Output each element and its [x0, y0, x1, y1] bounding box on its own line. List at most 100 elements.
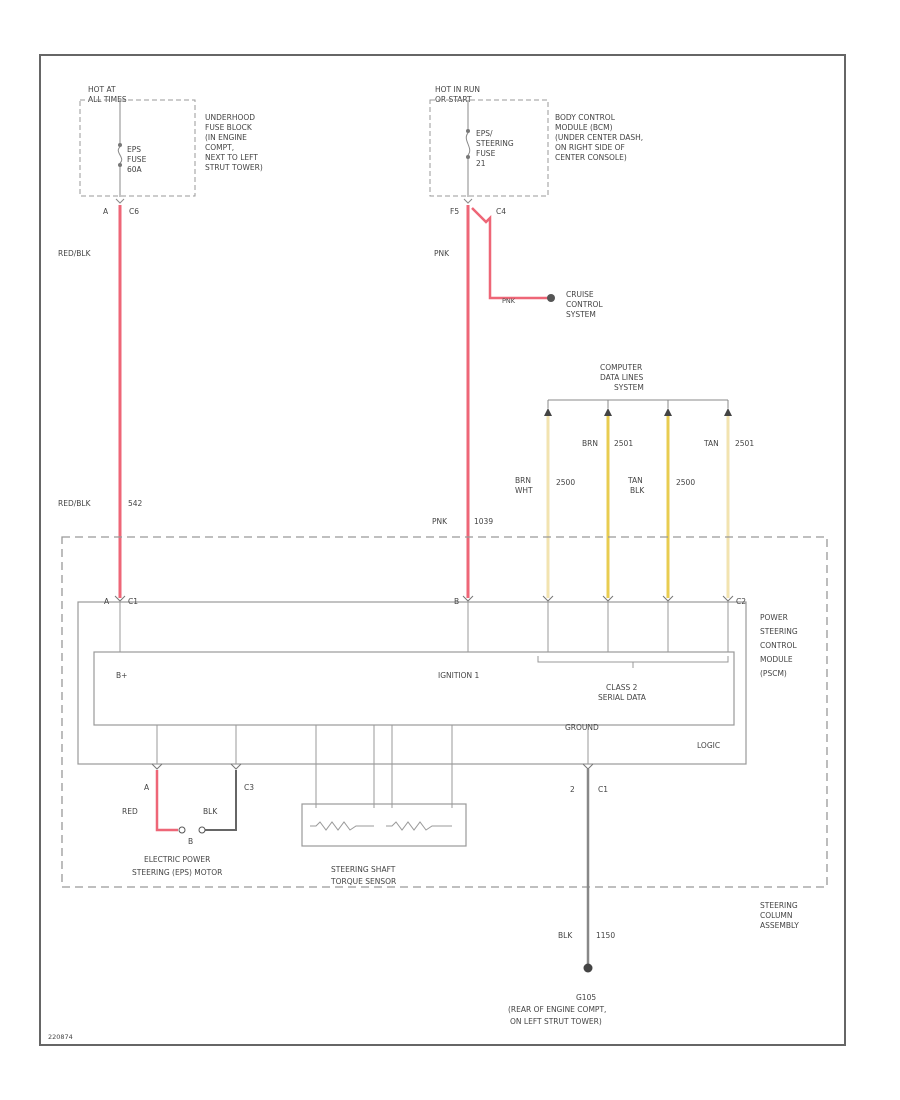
pscm-connector-c2: C2	[736, 597, 746, 606]
ground-id: G105	[576, 993, 596, 1002]
motor-label-2: STEERING (EPS) MOTOR	[132, 868, 222, 877]
fuse-right-location-2: MODULE (BCM)	[555, 123, 613, 132]
fuse-left-contact-bottom	[118, 163, 122, 167]
ground-pin: 2	[570, 785, 575, 794]
data3-color-1: TAN	[627, 476, 643, 485]
fuse-right-location-1: BODY CONTROL	[555, 113, 616, 122]
wire-branch-color: PNK	[502, 297, 516, 305]
wire-branch-pnk	[471, 207, 548, 300]
arrow-up-icon	[664, 408, 672, 416]
ground-connector: C1	[598, 785, 608, 794]
cruise-label-3: SYSTEM	[566, 310, 596, 319]
fuse-right-location-5: CENTER CONSOLE)	[555, 153, 627, 162]
fuse-left-pin: A	[103, 207, 109, 216]
steering-column-assembly-box	[61, 536, 828, 888]
torque-sensor-element-1	[310, 821, 374, 831]
data4-circuit: 2501	[735, 439, 754, 448]
data3-circuit: 2500	[676, 478, 695, 487]
data1-color-1: BRN	[515, 476, 531, 485]
splice-dot-icon	[547, 294, 555, 302]
fuse-right-pin: F5	[450, 207, 459, 216]
arrow-up-icon	[544, 408, 552, 416]
motor-wire-right-color: BLK	[203, 807, 218, 816]
pscm-ground-label: GROUND	[565, 723, 599, 732]
torque-sensor-element-2	[386, 821, 452, 831]
pscm-name-4: MODULE	[760, 655, 793, 664]
pscm-connector-c1: C1	[128, 597, 138, 606]
connector-icon	[582, 763, 594, 770]
connector-icon	[115, 198, 125, 204]
motor-label-1: ELECTRIC POWER	[144, 855, 210, 864]
assembly-label-3: ASSEMBLY	[760, 921, 799, 930]
ground-wire-circuit: 1150	[596, 931, 615, 940]
data1-color-2: WHT	[515, 486, 533, 495]
fuse-right-header-line2: OR START	[435, 95, 472, 104]
fuse-left-location-2: FUSE BLOCK	[205, 123, 253, 132]
pscm-batt-label: B+	[116, 671, 127, 680]
fuse-right-header-line1: HOT IN RUN	[435, 85, 480, 94]
fuse-right-contact-bottom	[466, 155, 470, 159]
fuse-left-location-4: COMPT,	[205, 143, 234, 152]
wire-left-top-color: RED/BLK	[58, 249, 92, 258]
fuse-left-location-1: UNDERHOOD	[205, 113, 255, 122]
motor-terminal-right	[198, 826, 206, 834]
cruise-label-2: CONTROL	[566, 300, 603, 309]
arrow-up-icon	[604, 408, 612, 416]
data-header-2: DATA LINES	[600, 373, 643, 382]
ground-location-1: (REAR OF ENGINE COMPT,	[508, 1005, 606, 1014]
fuse-left-location-5: NEXT TO LEFT	[205, 153, 258, 162]
fuse-right-contact-top	[466, 129, 470, 133]
fuse-left-text-1: EPS	[127, 145, 141, 154]
wire-right-bottom-color: PNK	[432, 517, 448, 526]
connector-icon	[151, 763, 163, 770]
figure-id: 220874	[48, 1033, 73, 1041]
pscm-name-2: STEERING	[760, 627, 798, 636]
wire-motor-blk	[205, 770, 237, 831]
data2-circuit: 2501	[614, 439, 633, 448]
fuse-left-text-2: FUSE	[127, 155, 147, 164]
sensor-label-1: STEERING SHAFT	[331, 865, 396, 874]
fuse-icon	[465, 132, 471, 156]
assembly-label-2: COLUMN	[760, 911, 793, 920]
wire-motor-red	[155, 770, 178, 832]
data1-circuit: 2500	[556, 478, 575, 487]
pscm-serial-label-2: SERIAL DATA	[598, 693, 647, 702]
fuse-block-right: HOT IN RUN OR START EPS/ STEERING FUSE 2…	[429, 85, 643, 216]
fuse-left-location-3: (IN ENGINE	[205, 133, 247, 142]
torque-sensor-box	[301, 803, 467, 847]
fuse-right-connector: C4	[496, 207, 506, 216]
pscm-logic-label: LOGIC	[697, 741, 720, 750]
fuse-right-location-4: ON RIGHT SIDE OF	[555, 143, 625, 152]
pscm-name-1: POWER	[760, 613, 788, 622]
connector-icon	[230, 763, 242, 770]
fuse-left-contact-top	[118, 143, 122, 147]
diagram-border	[39, 54, 846, 1046]
fuse-left-header-line1: HOT AT	[88, 85, 116, 94]
data3-color-2: BLK	[630, 486, 645, 495]
assembly-label-1: STEERING	[760, 901, 798, 910]
motor-wire-left-color: RED	[122, 807, 138, 816]
motor-pin-b: B	[188, 837, 193, 846]
pscm-name-3: CONTROL	[760, 641, 797, 650]
wire-right-bottom-circuit: 1039	[474, 517, 493, 526]
fuse-right-location-3: (UNDER CENTER DASH,	[555, 133, 643, 142]
fuse-right-text-1: EPS/	[476, 129, 493, 138]
fuse-left-connector: C6	[129, 207, 139, 216]
data2-color: BRN	[582, 439, 598, 448]
sensor-label-2: TORQUE SENSOR	[330, 877, 396, 886]
pscm-inner-box	[93, 651, 735, 726]
fuse-left-location-6: STRUT TOWER)	[205, 163, 263, 172]
fuse-right-text-2: STEERING	[476, 139, 514, 148]
fuse-left-text-3: 60A	[127, 165, 143, 174]
ground-location-2: ON LEFT STRUT TOWER)	[510, 1017, 602, 1026]
data4-color: TAN	[703, 439, 719, 448]
pscm-serial-label-1: CLASS 2	[606, 683, 638, 692]
motor-connector: C3	[244, 783, 254, 792]
data-header-3: SYSTEM	[614, 383, 644, 392]
motor-pin-a: A	[144, 783, 150, 792]
pscm-name-5: (PSCM)	[760, 669, 787, 678]
pscm-ignition-label: IGNITION 1	[438, 671, 480, 680]
motor-terminal-left	[178, 826, 186, 834]
arrow-up-icon	[724, 408, 732, 416]
fuse-block-left: HOT AT ALL TIMES EPS FUSE 60A UNDERHOOD …	[79, 85, 263, 216]
